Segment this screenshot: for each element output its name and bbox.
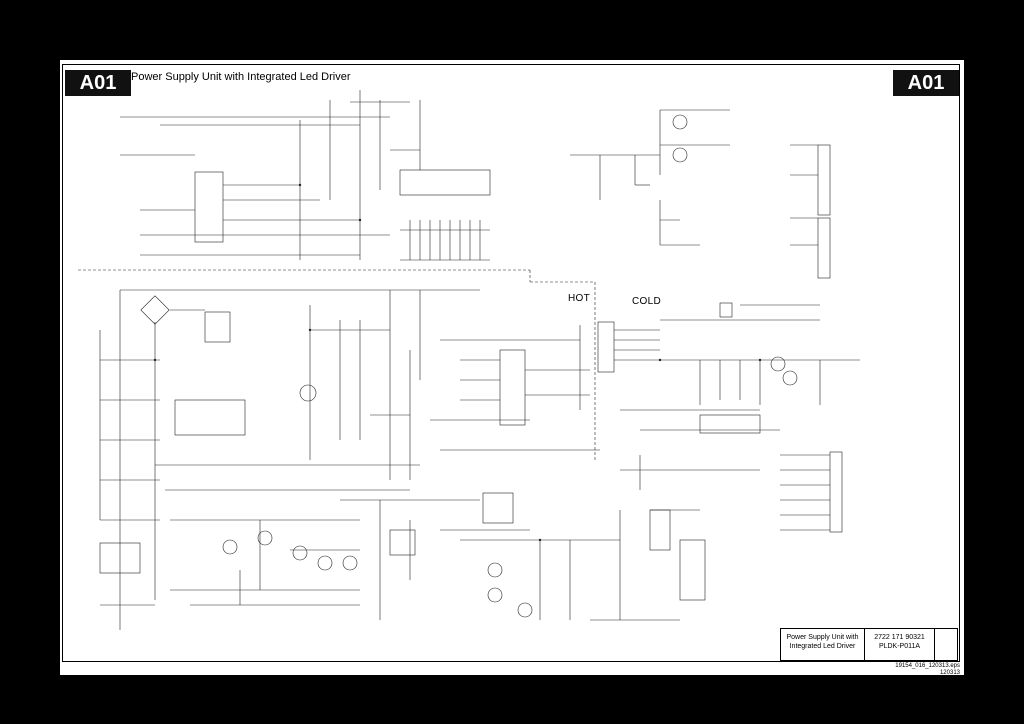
sheet-badge-left: A01 <box>65 70 131 96</box>
title-block-identifiers: 2722 171 90321 PLDK-P011A <box>865 629 935 660</box>
title-block-part-number: 2722 171 90321 <box>874 634 925 641</box>
hot-region-label: HOT <box>568 293 591 304</box>
title-block-model: PLDK-P011A <box>878 643 921 650</box>
title-block-description-line2: Integrated Led Driver <box>789 643 856 650</box>
cold-region-label: COLD <box>632 296 661 307</box>
title-block-description-line1: Power Supply Unit with <box>786 634 859 641</box>
footer-file: 19154_016_120313.eps <box>895 663 960 669</box>
sheet-title: Power Supply Unit with Integrated Led Dr… <box>131 71 351 83</box>
sheet-badge-right: A01 <box>893 70 959 96</box>
schematic-sheet: A01 A01 Power Supply Unit with Integrate… <box>60 60 964 677</box>
footer-code: 120313 <box>939 670 960 676</box>
sheet-frame <box>62 64 960 662</box>
circuit-diagram <box>78 90 860 630</box>
title-block-description: Power Supply Unit with Integrated Led Dr… <box>781 629 865 660</box>
title-block: Power Supply Unit with Integrated Led Dr… <box>780 628 958 661</box>
footer: 19154_016_120313.eps 120313 <box>895 663 960 677</box>
title-block-blank <box>935 629 957 660</box>
